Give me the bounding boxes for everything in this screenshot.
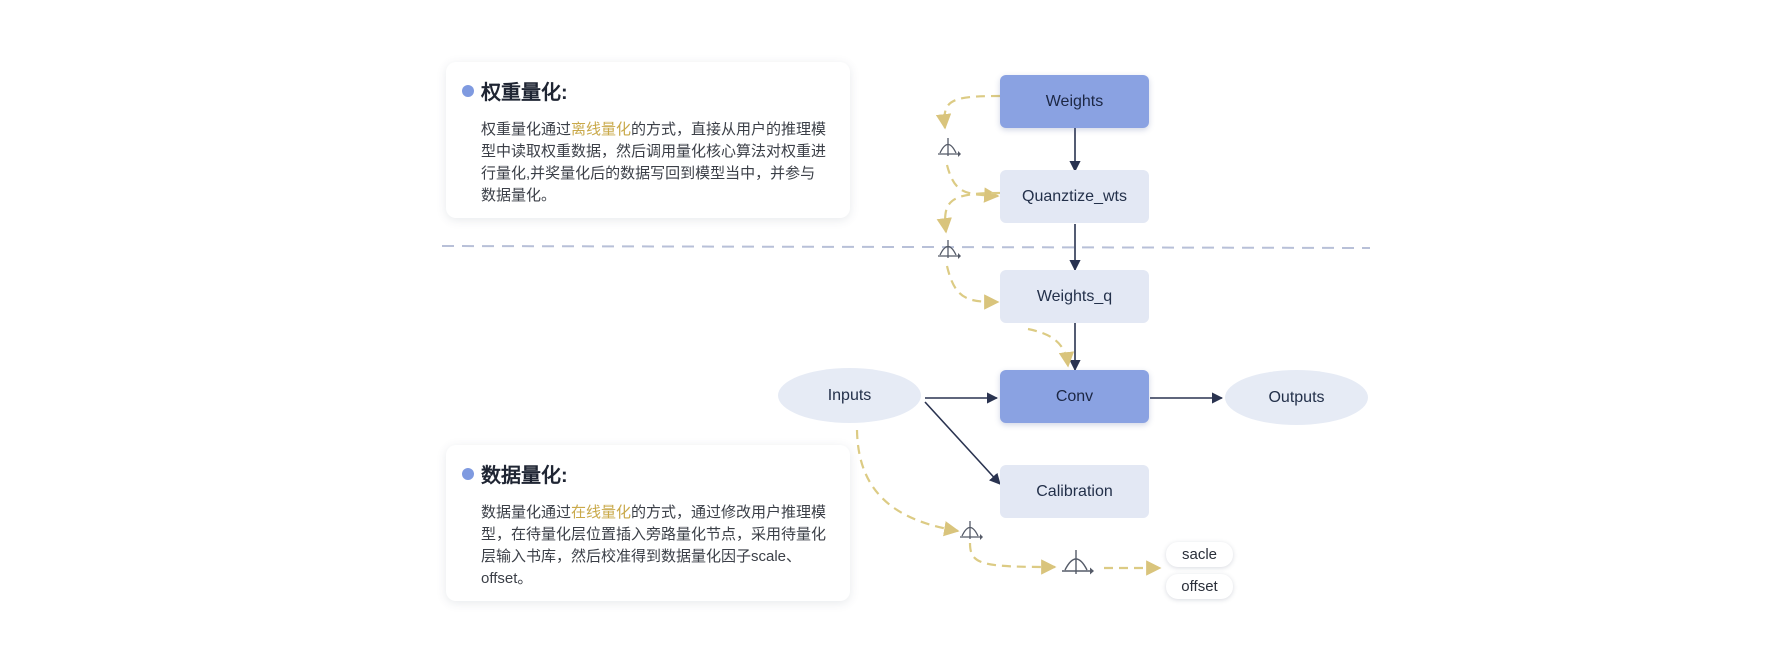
arrow-inputs-to-calibration: [924, 401, 1001, 485]
offset-tag: offset: [1166, 574, 1233, 599]
card-description: 权重量化通过离线量化的方式，直接从用户的推理模型中读取权重数据，然后调用量化核心…: [481, 119, 828, 207]
bullet-dot: [462, 467, 474, 480]
quantize-operator-icon: [960, 521, 983, 540]
conv-node: Conv: [1000, 370, 1149, 423]
quantize-operator-icon: [938, 240, 961, 259]
dashed-op2-to-weightsq: [945, 265, 1000, 310]
data-quantization-card: 数据量化: 数据量化通过在线量化的方式，通过修改用户推理模型，在待量化层位置插入…: [446, 445, 850, 601]
card-title: 数据量化:: [481, 465, 568, 487]
inputs-node: Inputs: [778, 368, 921, 423]
dashed-inputs-to-op3: [855, 429, 960, 537]
card-title-row: 数据量化:: [462, 459, 828, 488]
dashed-op-to-quantize: [945, 164, 1000, 203]
weight-quantization-card: 权重量化: 权重量化通过离线量化的方式，直接从用户的推理模型中读取权重数据，然后…: [446, 62, 850, 218]
description-highlight: 在线量化: [571, 504, 632, 521]
weights-q-node: Weights_q: [1000, 270, 1149, 323]
dashed-weightsq-to-conv: [1027, 327, 1075, 368]
weights-node: Weights: [1000, 75, 1149, 128]
quantize-wts-node: Quanztize_wts: [1000, 170, 1149, 223]
description-highlight: 离线量化: [571, 121, 632, 138]
section-divider: [441, 245, 1371, 249]
quantize-operator-icon: [938, 138, 961, 157]
description-text: 数据量化通过: [481, 504, 572, 521]
description-text: 的方式，直接从用户的推理模型中读取权重数据，然后调用量化核心算法对权重进行量化,…: [481, 121, 827, 204]
scale-tag: sacle: [1166, 542, 1233, 567]
dashed-weights-to-op: [935, 94, 1001, 130]
dashed-op3-to-op4: [968, 542, 1057, 575]
bullet-dot: [462, 84, 474, 97]
dashed-quantize-to-op2: [936, 191, 1001, 234]
card-description: 数据量化通过在线量化的方式，通过修改用户推理模型，在待量化层位置插入旁路量化节点…: [481, 502, 828, 590]
outputs-node: Outputs: [1225, 370, 1368, 425]
card-title-row: 权重量化:: [462, 76, 828, 105]
calibration-node: Calibration: [1000, 465, 1149, 518]
description-text: 权重量化通过: [481, 121, 572, 138]
description-text: 的方式，通过修改用户推理模型，在待量化层位置插入旁路量化节点，采用待量化层输入书…: [481, 504, 827, 587]
card-title: 权重量化:: [481, 82, 568, 104]
quantize-operator-icon: [1062, 550, 1094, 575]
